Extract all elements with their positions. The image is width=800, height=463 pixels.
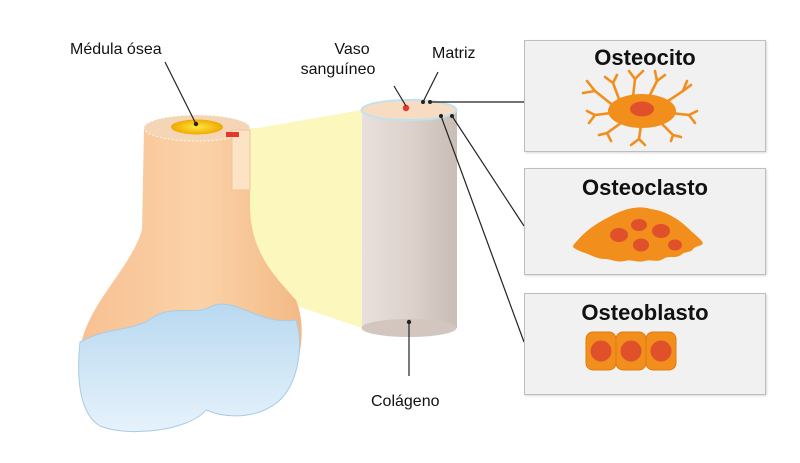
osteoblast-nucleus-2	[620, 340, 642, 362]
osteocyte-title: Osteocito	[594, 45, 696, 70]
marrow-label: Médula ósea	[70, 41, 162, 58]
vessel-label-line1: Vaso	[334, 41, 370, 58]
cartilage	[78, 303, 301, 433]
osteoclast-body	[573, 207, 703, 262]
red-mark	[226, 132, 239, 137]
bone-window	[231, 129, 251, 191]
osteoclast-card: Osteoclasto	[524, 168, 766, 275]
osteoblast-nucleus-1	[590, 340, 612, 362]
osteoblast-title: Osteoblasto	[581, 300, 709, 325]
osteoblast-card: Osteoblasto	[524, 293, 766, 395]
matrix-label: Matriz	[432, 45, 476, 62]
osteoblast-illustration	[585, 331, 677, 371]
marrow-core	[171, 119, 223, 135]
osteoclast-illustration	[573, 207, 703, 262]
osteoclast-nucleus-5	[668, 239, 682, 251]
osteoclast-nucleus-2	[631, 219, 647, 231]
matrix-leader	[422, 71, 439, 103]
osteoclast-nucleus-4	[652, 224, 670, 238]
osteocyte-card: Osteocito	[524, 40, 766, 152]
osteocyte-processes	[581, 69, 699, 147]
osteoclast-nucleus-1	[610, 228, 628, 242]
cylinder-body	[362, 110, 457, 328]
osteoblast-leader	[440, 115, 525, 343]
osteoblast-nucleus-3	[650, 340, 672, 362]
osteocyte-illustration	[581, 69, 699, 147]
osteocyte-nucleus	[630, 101, 654, 117]
osteoclast-nucleus-3	[633, 238, 649, 252]
osteoclast-title: Osteoclasto	[582, 175, 708, 200]
collagen-label: Colágeno	[371, 393, 440, 410]
blood-vessel-dot	[402, 104, 410, 112]
vessel-leader	[393, 85, 407, 107]
vessel-label-line2: sanguíneo	[300, 61, 376, 78]
cylinder-top	[361, 100, 457, 120]
marrow-leader	[164, 61, 197, 125]
osteoclast-leader	[451, 115, 525, 227]
